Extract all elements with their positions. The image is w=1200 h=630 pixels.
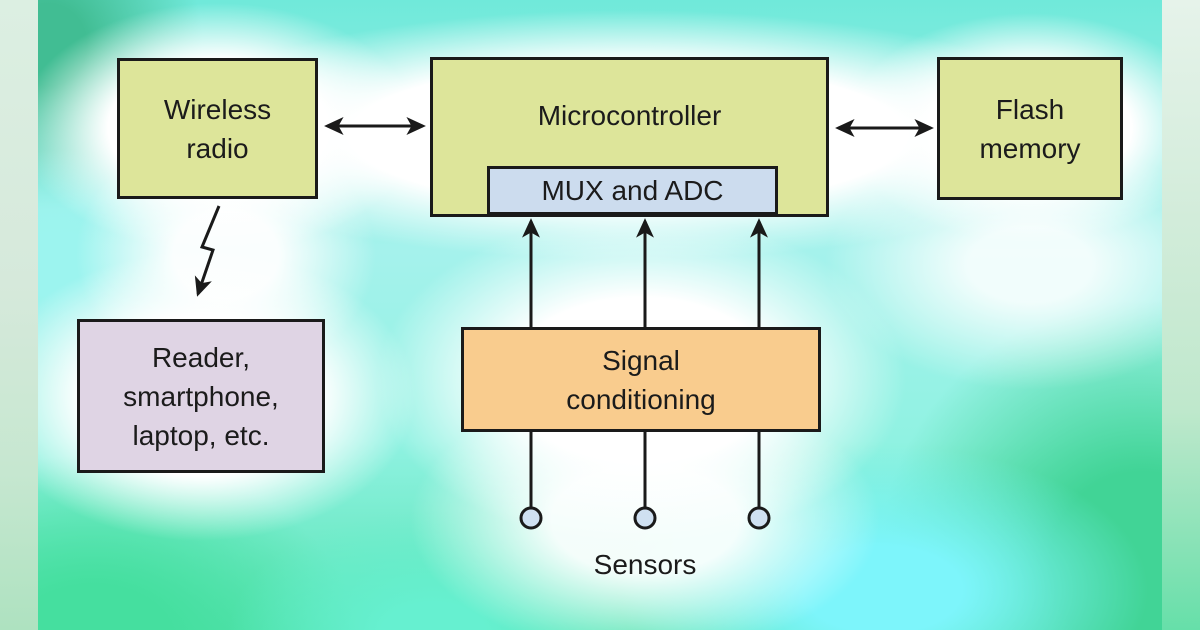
signal-conditioning-box: Signal conditioning [461, 327, 821, 432]
signal-conditioning-label: Signal conditioning [566, 344, 716, 415]
sensors-label: Sensors [593, 549, 697, 580]
wireless-radio-box: Wireless radio [117, 58, 318, 199]
microcontroller-label: Microcontroller [537, 100, 722, 131]
sensor-circle-1 [519, 506, 543, 530]
flash-memory-label: Flash memory [979, 93, 1081, 164]
mux-adc-label: MUX and ADC [541, 175, 724, 206]
right-margin-strip [1162, 0, 1200, 630]
mux-adc-box: MUX and ADC [487, 166, 778, 215]
left-margin-strip [0, 0, 38, 630]
reader-device-label: Reader, smartphone, laptop, etc. [123, 341, 279, 451]
sensor-circle-2 [633, 506, 657, 530]
flash-memory-box: Flash memory [937, 57, 1123, 200]
reader-device-box: Reader, smartphone, laptop, etc. [77, 319, 325, 473]
lightning-arrow-wireless-reader [194, 205, 221, 297]
wireless-radio-label: Wireless radio [163, 93, 272, 164]
sensor-circle-3 [747, 506, 771, 530]
